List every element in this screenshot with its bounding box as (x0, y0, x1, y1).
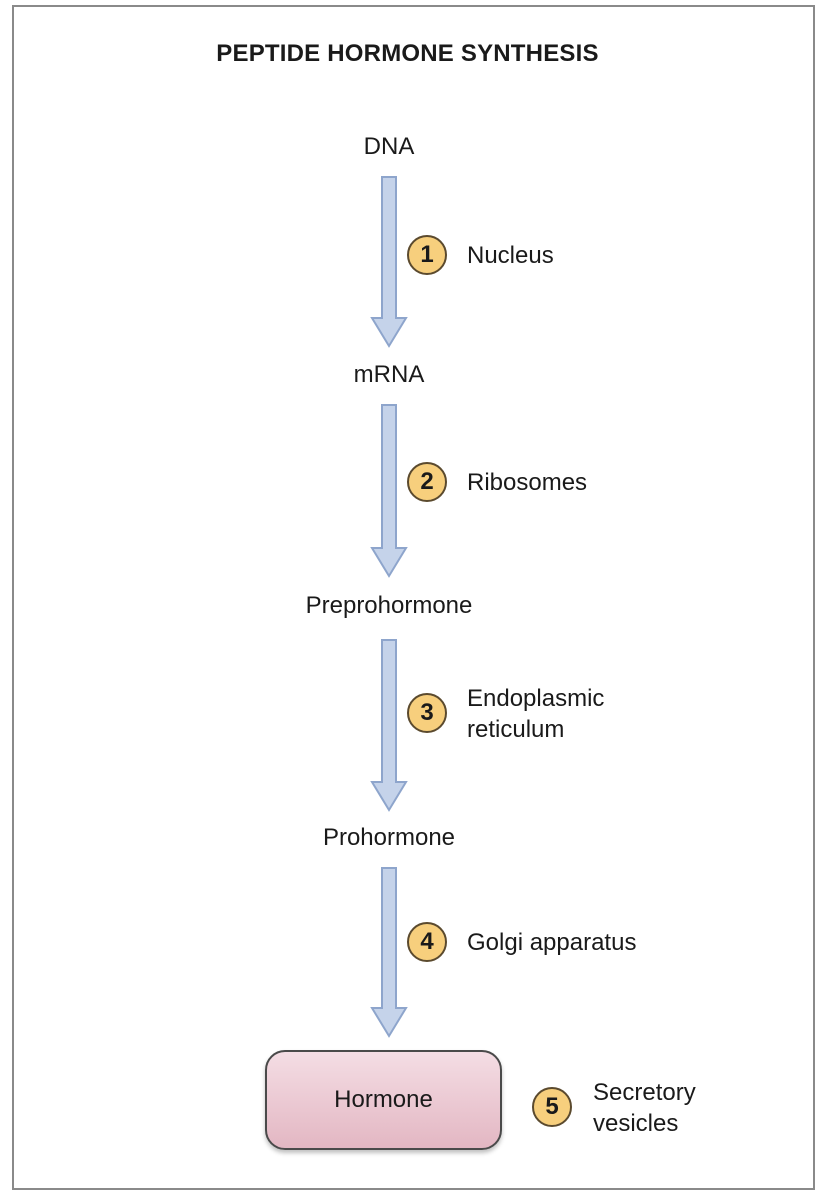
stage-dna: DNA (363, 133, 415, 160)
diagram-title: PEPTIDE HORMONE SYNTHESIS (216, 40, 599, 67)
step-badge-5: 5 (532, 1087, 572, 1127)
step-label-endoplasmic-reticulum: Endoplasmic reticulum (467, 685, 605, 743)
arrow-2 (370, 404, 408, 578)
step-badge-2: 2 (407, 462, 447, 502)
step-label-golgi-apparatus: Golgi apparatus (467, 929, 637, 956)
diagram-frame (12, 5, 815, 1190)
hormone-box: Hormone (265, 1050, 502, 1150)
arrow-1 (370, 176, 408, 348)
step-label-ribosomes: Ribosomes (467, 469, 588, 496)
arrow-3 (370, 639, 408, 812)
step-badge-3: 3 (407, 693, 447, 733)
stage-mrna: mRNA (353, 361, 425, 388)
stage-preprohormone: Preprohormone (305, 592, 473, 619)
step-label-nucleus: Nucleus (467, 242, 554, 269)
step-label-secretory-vesicles: Secretory vesicles (593, 1079, 696, 1137)
step-badge-4: 4 (407, 922, 447, 962)
stage-hormone: Hormone (334, 1086, 433, 1113)
arrow-4 (370, 867, 408, 1038)
stage-prohormone: Prohormone (322, 824, 456, 851)
step-badge-1: 1 (407, 235, 447, 275)
